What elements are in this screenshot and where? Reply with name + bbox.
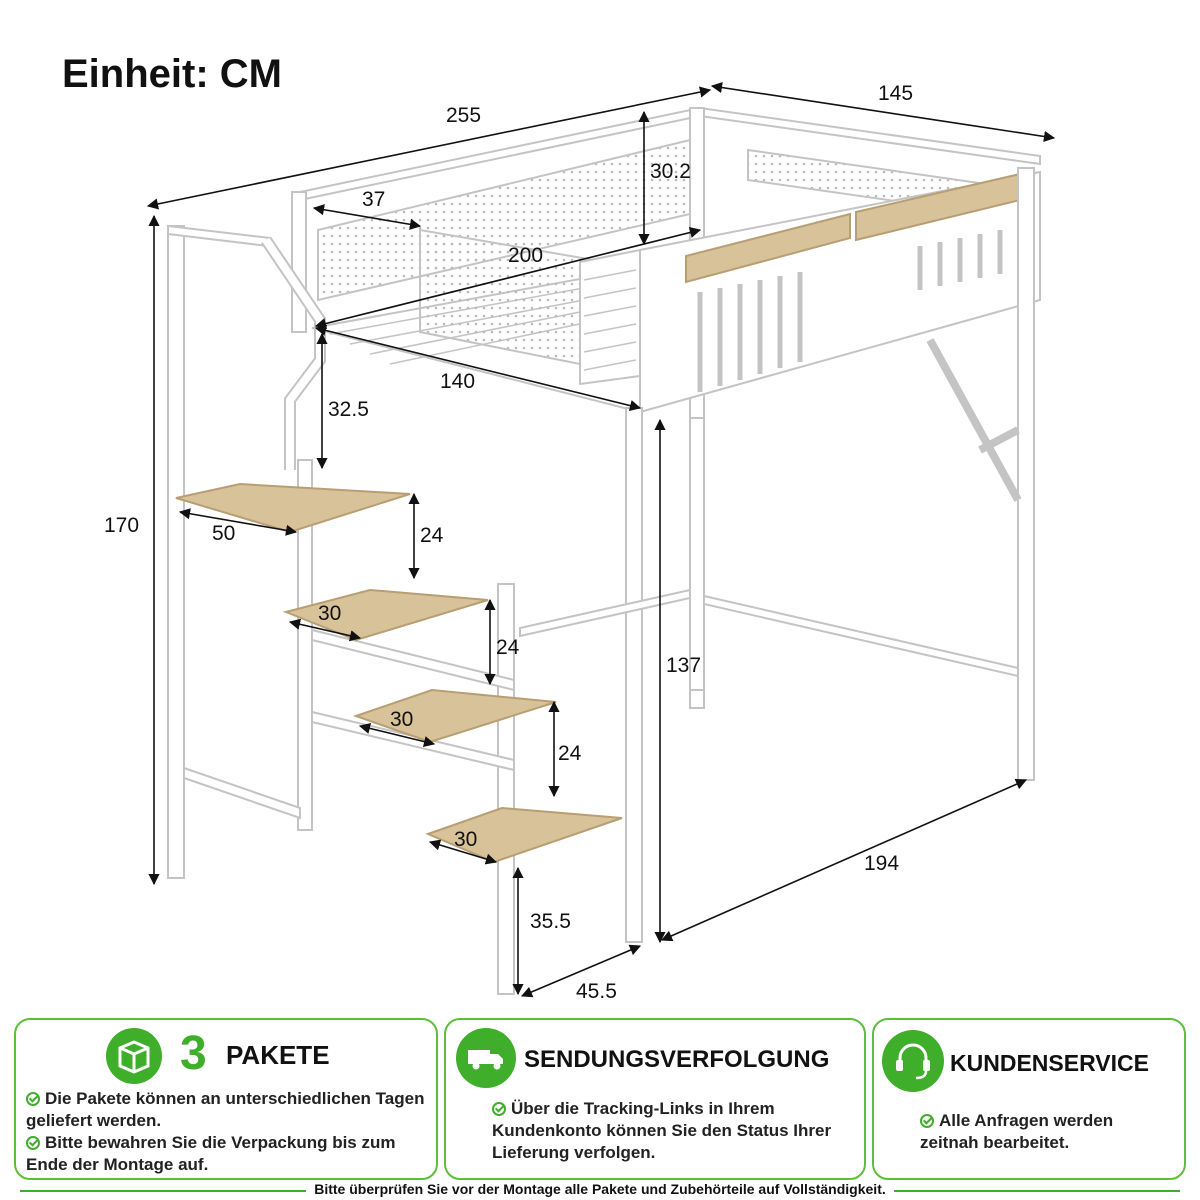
dim-line-mattress-length <box>314 227 702 329</box>
packages-number: 3 <box>180 1027 207 1080</box>
under-rail-left <box>519 588 691 638</box>
front-leg-right <box>1017 167 1035 781</box>
loft-bed-dimension-drawing: 255 145 30.2 37 200 140 32.5 170 50 24 3… <box>104 81 1056 1003</box>
service-panel: KUNDENSERVICE Alle Anfragen werden zeitn… <box>872 1018 1186 1180</box>
dimension-labels: 255 145 30.2 37 200 140 32.5 170 50 24 3… <box>104 82 913 1003</box>
front-rail-box <box>579 248 641 386</box>
side-brace <box>926 338 1022 502</box>
dimension-lines <box>146 81 1056 998</box>
dim-step4: 30 <box>454 828 477 851</box>
dim-line-top-length <box>146 86 712 210</box>
stair-bottom-rail-1 <box>183 766 301 820</box>
service-title: KUNDENSERVICE <box>950 1050 1149 1076</box>
dim-floor-length: 194 <box>864 852 899 875</box>
headset-icon <box>882 1030 944 1092</box>
back-post-left <box>291 191 307 333</box>
dim-step2: 30 <box>318 602 341 625</box>
footer: Bitte überprüfen Sie vor der Montage all… <box>0 1180 1200 1200</box>
dim-line-rail-gap <box>312 204 422 230</box>
dim-line-stair-width <box>520 944 642 998</box>
dim-stair-width: 45.5 <box>576 980 617 1003</box>
truck-icon <box>456 1028 516 1088</box>
tracking-item-1: Über die Tracking-Links in Ihrem Kundenk… <box>492 1099 832 1162</box>
back-leg-right <box>689 417 705 691</box>
check-icon <box>492 1102 506 1116</box>
packages-title: PAKETE <box>226 1040 330 1070</box>
dim-top-length: 255 <box>446 104 481 127</box>
dim-bottom-step: 35.5 <box>530 910 571 933</box>
dim-mattress-width: 140 <box>440 370 475 393</box>
dim-rise1: 24 <box>420 524 444 547</box>
stair-post-back <box>297 459 313 831</box>
dim-rise2: 24 <box>496 636 520 659</box>
dim-line-mattress-width <box>314 324 642 412</box>
dim-step3: 30 <box>390 708 413 731</box>
packages-item-1: Die Pakete können an unterschiedlichen T… <box>26 1089 425 1130</box>
left-post <box>167 225 185 879</box>
package-icon <box>106 1028 162 1084</box>
dim-line-step2 <box>288 618 362 642</box>
dim-line-floor-length <box>660 778 1028 942</box>
under-rail-right <box>703 594 1019 678</box>
footer-note: Bitte überprüfen Sie vor der Montage all… <box>306 1181 894 1197</box>
tracking-title: SENDUNGSVERFOLGUNG <box>524 1046 830 1073</box>
dim-total-height: 170 <box>104 514 139 537</box>
packages-item-2: Bitte bewahren Sie die Verpackung bis zu… <box>26 1133 396 1174</box>
dim-rail-gap: 37 <box>362 188 385 211</box>
dim-line-step4 <box>428 839 498 865</box>
dim-mattress-length: 200 <box>508 244 543 267</box>
dim-line-top-width <box>710 81 1056 143</box>
check-icon <box>26 1136 40 1150</box>
guard-bars <box>697 230 1003 392</box>
dim-rise3: 24 <box>558 742 582 765</box>
dim-rail-height: 30.2 <box>650 160 691 183</box>
packages-panel: 3 PAKETE Die Pakete können an unterschie… <box>14 1018 438 1180</box>
tracking-panel: SENDUNGSVERFOLGUNG Über die Tracking-Lin… <box>444 1018 866 1180</box>
check-icon <box>26 1092 40 1106</box>
bed-frame <box>167 106 1041 995</box>
check-icon <box>920 1114 934 1128</box>
dim-under-height: 137 <box>666 654 701 677</box>
stair-mid-rail <box>311 628 515 692</box>
front-leg-left <box>625 407 643 943</box>
service-item-1: Alle Anfragen werden zeitnah bearbeitet. <box>920 1111 1114 1152</box>
dim-step1: 50 <box>212 522 235 545</box>
dim-stair-top: 32.5 <box>328 398 369 421</box>
dim-top-width: 145 <box>878 82 913 105</box>
dim-line-step3 <box>358 722 436 748</box>
dim-line-step1 <box>178 508 298 536</box>
